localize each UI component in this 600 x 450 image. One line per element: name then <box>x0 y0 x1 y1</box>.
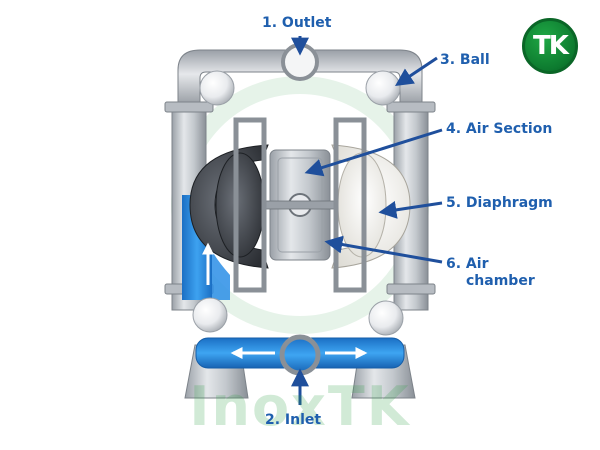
ball-bottom-left <box>192 297 228 333</box>
label-air-chamber: 6. Air chamber <box>446 256 535 290</box>
diaphragm-housings <box>233 117 367 293</box>
ball-top-left <box>199 70 235 106</box>
label-ball: 3. Ball <box>440 52 490 68</box>
label-air-section: 4. Air Section <box>446 121 553 137</box>
ball-top-right <box>365 70 401 106</box>
leader-diaphragm <box>378 200 443 219</box>
air-section-body <box>229 149 371 261</box>
label-diaphragm: 5. Diaphragm <box>446 195 553 211</box>
label-air-chamber-line2: chamber <box>466 273 535 289</box>
flow-arrows <box>202 242 368 359</box>
diaphragms <box>189 144 411 269</box>
watermark-text: InoxTK <box>189 375 411 438</box>
leader-air-chamber <box>324 235 443 264</box>
check-balls <box>192 70 404 336</box>
tk-logo: TK <box>522 18 578 74</box>
inlet-manifold <box>279 334 321 376</box>
label-air-chamber-line1: 6. Air <box>446 256 489 272</box>
label-outlet: 1. Outlet <box>262 15 332 31</box>
inlet-port <box>279 334 321 376</box>
leader-arrows <box>291 36 443 405</box>
ball-bottom-right <box>368 300 404 336</box>
leader-ball <box>395 56 438 86</box>
leader-air-section <box>304 128 443 177</box>
label-inlet: 2. Inlet <box>265 412 322 428</box>
